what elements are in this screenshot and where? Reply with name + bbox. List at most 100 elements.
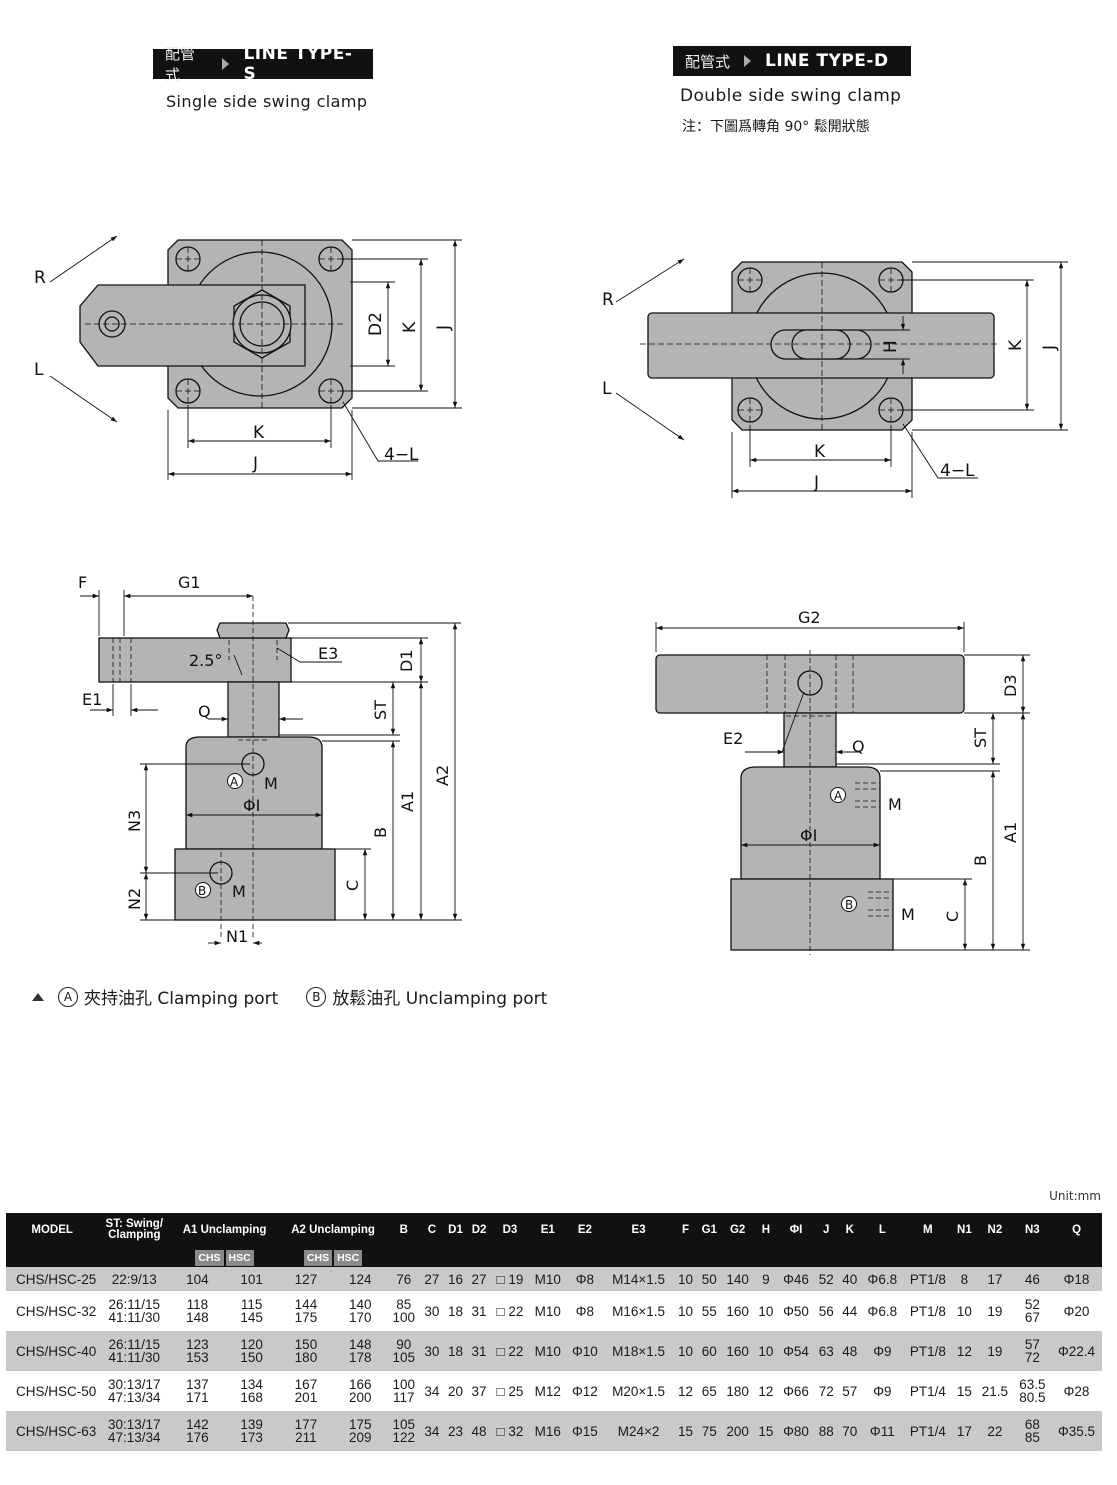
cell-k: 48 [838,1331,862,1371]
col-l: L [861,1213,904,1247]
cell-e1: M12 [534,1383,561,1399]
cell-model: CHS/HSC-50 [16,1383,97,1399]
double-side-top-view [615,258,1068,498]
label-angle: 2.5° [189,651,222,670]
label-f: F [78,573,87,592]
col-a1: A1 Unclamping [170,1213,279,1247]
label-m: M [901,905,915,924]
label-e1: E1 [82,690,102,709]
label-j-vert: J [1040,345,1060,351]
cell-b-line: 90 [396,1337,412,1352]
cell-m: PT1/8 [903,1267,953,1291]
label-r: R [34,268,46,288]
cell-n1: 8 [952,1267,977,1291]
cell-a2chs-line: 175 [294,1310,318,1325]
cell-k: 70 [838,1411,862,1451]
cell-q: Φ35.5 [1051,1411,1102,1451]
cell-n3-line: 85 [1024,1430,1040,1445]
port-a-symbol: A [834,789,843,803]
cell-st-line: 26:11/15 [108,1337,161,1352]
col-e2: E2 [566,1213,604,1247]
cell-k: 57 [842,1383,858,1399]
label-phi-i: ΦI [243,796,260,815]
cell-g1: 55 [701,1303,717,1319]
unit-label: Unit:mm [1049,1189,1101,1203]
cell-f: 10 [678,1303,694,1319]
cell-g1: 75 [697,1411,722,1451]
cell-model: CHS/HSC-32 [16,1303,97,1319]
clamping-port-symbol: A [58,986,78,1007]
cell-c: 30 [420,1331,444,1371]
cell-n3-line: 63.5 [1019,1377,1046,1392]
cell-n3-line: 72 [1024,1350,1040,1365]
cell-g2: 140 [721,1267,755,1291]
cell-d3: □ 32 [490,1411,530,1451]
cell-a1hsc-line: 120 [240,1337,263,1352]
port-a-symbol: A [230,775,239,789]
cell-b: 76 [387,1267,421,1291]
cell-phi: Φ80 [777,1411,815,1451]
double-side-side-labels: G2 E2 Q A M ΦI B M D3 ST A1 B C [723,608,1020,924]
cell-d2: 37 [471,1383,487,1399]
cell-st-line: 41:11/30 [108,1310,161,1325]
label-b: B [371,827,390,838]
label-r: R [602,290,614,310]
double-side-top-labels: R L K J 4−L H K J [602,290,1060,493]
cell-c: 34 [420,1411,444,1451]
badge-cn-label: 配管式 [685,52,731,71]
cell-a1chs-line: 142 [186,1417,209,1432]
label-d3: D3 [1001,675,1020,698]
cell-h: 12 [758,1383,774,1399]
cell-a1chs-line: 118 [186,1297,209,1312]
label-j: J [252,454,258,474]
cell-a2hsc-line: 175 [348,1417,372,1432]
label-g2: G2 [798,608,821,627]
cell-f: 12 [678,1383,694,1399]
cell-a1hsc: 101 [224,1267,279,1291]
cell-st: 22:9/13 [98,1267,171,1291]
cell-a2hsc-line: 178 [348,1350,372,1365]
col-d1: D1 [443,1213,468,1247]
cell-n3-line: 80.5 [1019,1390,1046,1405]
label-n3: N3 [125,810,144,832]
cell-g1: 60 [697,1331,722,1371]
label-k-vert: K [1006,339,1026,351]
cell-d1: 16 [443,1267,468,1291]
label-n2: N2 [125,888,144,910]
cell-a2chs-line: 144 [294,1297,318,1312]
cell-d3: □ 22 [496,1303,524,1319]
cell-d1: 23 [443,1411,468,1451]
col-phi-i: ΦI [777,1213,815,1247]
label-q: Q [852,737,865,756]
col-g2: G2 [721,1213,755,1247]
cell-q: Φ18 [1051,1267,1102,1291]
badge-en-label: LINE TYPE-D [765,51,889,71]
label-c: C [943,911,962,922]
col-d2: D2 [467,1213,491,1247]
specification-table: MODEL ST: Swing/ Clamping A1 Unclamping … [6,1213,1102,1451]
single-side-side-labels: F G1 2.5° E3 E1 Q A M ΦI B M N1 N3 N2 D1… [78,573,452,946]
cell-n2: 17 [976,1267,1014,1291]
cell-a2hsc-line: 140 [348,1297,372,1312]
cell-q: Φ22.4 [1051,1331,1102,1371]
cell-e2: Φ8 [566,1267,604,1291]
col-a2: A2 Unclamping [278,1213,388,1247]
cell-l: Φ11 [861,1411,904,1451]
cell-phi: Φ50 [783,1303,809,1319]
cell-a1chs-line: 148 [186,1310,209,1325]
cell-a1chs-line: 123 [186,1337,209,1352]
label-a1: A1 [398,791,417,812]
